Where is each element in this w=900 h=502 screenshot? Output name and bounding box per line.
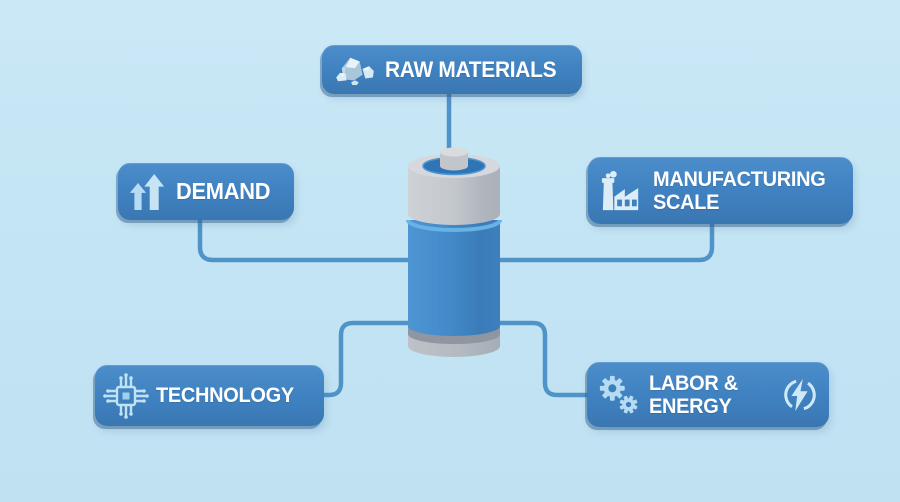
node-label: MANUFACTURING SCALE <box>653 169 826 213</box>
node-label-line1: LABOR & <box>649 371 738 395</box>
battery-body <box>408 220 500 345</box>
battery-cap-side <box>408 166 500 225</box>
node-technology: TECHNOLOGY <box>95 365 324 426</box>
connector-manufacturing-scale <box>491 221 715 263</box>
node-manufacturing-scale: MANUFACTURING SCALE <box>588 157 853 224</box>
node-demand: DEMAND <box>118 163 294 220</box>
connector-technology <box>314 320 415 398</box>
node-label: DEMAND <box>176 178 271 204</box>
connector-demand <box>197 217 415 263</box>
node-label: RAW MATERIALS <box>385 56 557 82</box>
node-label-line2: SCALE <box>653 190 720 214</box>
battery-base <box>408 334 500 357</box>
rocks-icon <box>334 54 376 86</box>
node-label-line1: MANUFACTURING <box>653 167 826 191</box>
node-label: TECHNOLOGY <box>156 384 294 407</box>
factory-icon <box>598 170 644 212</box>
node-labor-energy: LABOR & ENERGY <box>587 362 829 427</box>
battery-base-dark-strip <box>408 326 500 344</box>
node-label-line2: ENERGY <box>649 394 732 418</box>
node-label: LABOR & ENERGY <box>649 373 738 417</box>
circuit-chip-icon <box>102 372 150 420</box>
arrows-up-icon <box>129 171 165 213</box>
battery-body-rim <box>406 219 502 232</box>
battery-illustration <box>406 147 502 357</box>
battery-terminal-top <box>440 147 468 157</box>
lightning-circle-icon <box>781 376 819 414</box>
connector-labor-energy <box>491 320 591 398</box>
gears-icon <box>597 374 641 416</box>
node-raw-materials: RAW MATERIALS <box>322 45 582 94</box>
